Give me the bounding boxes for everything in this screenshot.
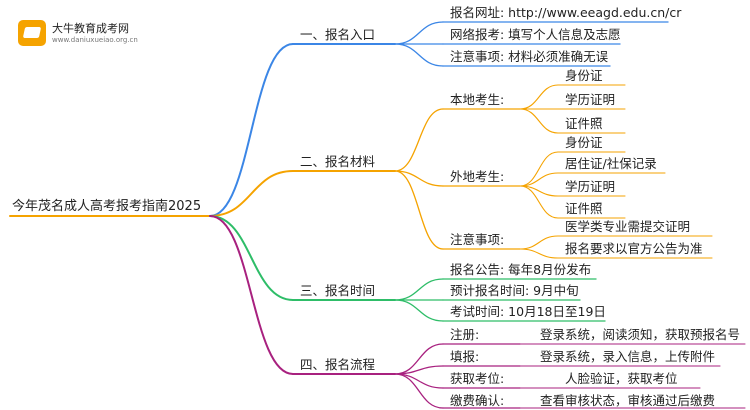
notice-leaf-connector-2: [519, 248, 559, 259]
process-fill-in: 填报:: [450, 349, 480, 364]
nonlocal-id-photo: 证件照: [565, 201, 603, 216]
root-topic: 今年茂名成人高考报考指南2025: [12, 199, 202, 214]
entry-connector-1: [394, 21, 444, 45]
branch-registration-time: 三、报名时间: [300, 283, 376, 298]
process-get-seat: 获取考位:: [450, 371, 505, 386]
materials-notice: 注意事项:: [450, 232, 505, 247]
time-announcement: 报名公告: 每年8月份发布: [450, 262, 592, 277]
entry-online-apply: 网络报考: 填写个人信息及志愿: [450, 27, 621, 42]
notice-official-announcement: 报名要求以官方公告为准: [565, 241, 703, 256]
local-leaf-connector-1: [519, 84, 559, 110]
notice-medical-proof: 医学类专业需提交证明: [565, 219, 691, 234]
nonlocal-leaf-connector-4: [519, 185, 559, 219]
graduation-book-icon: [18, 20, 46, 46]
process-get-seat-detail: 人脸验证，获取考位: [565, 371, 678, 386]
materials-nonlocal-candidates: 外地考生:: [450, 169, 505, 184]
process-connector-4: [394, 373, 444, 409]
branch-registration-process: 四、报名流程: [300, 357, 376, 372]
branch-connector-1: [209, 43, 294, 217]
branch-registration-entry: 一、报名入口: [300, 27, 376, 42]
logo-title: 大牛教育成考网: [52, 22, 129, 35]
time-exam-dates: 考试时间: 10月18日至19日: [450, 304, 606, 319]
entry-website: 报名网址: http://www.eeagd.edu.cn/cr: [450, 5, 682, 20]
time-connector-3: [394, 299, 444, 322]
logo-subtitle: www.daniuxueiao.org.cn: [52, 36, 138, 44]
branch-connector-3: [209, 215, 294, 301]
nonlocal-education-certificate: 学历证明: [565, 179, 616, 194]
process-fill-in-detail: 登录系统，录入信息，上传附件: [540, 349, 716, 364]
local-id-card: 身份证: [565, 68, 603, 83]
branch-connector-4: [209, 215, 294, 375]
materials-local-candidates: 本地考生:: [450, 92, 505, 107]
nonlocal-id-card: 身份证: [565, 135, 603, 150]
entry-notice: 注意事项: 材料必须准确无误: [450, 49, 609, 64]
process-connector-3: [394, 373, 444, 389]
notice-leaf-connector-1: [519, 235, 559, 250]
logo: 大牛教育成考网 www.daniuxueiao.org.cn: [18, 18, 148, 50]
process-register: 注册:: [450, 327, 480, 342]
local-leaf-connector-3: [519, 108, 559, 134]
materials-connector-2: [394, 170, 444, 187]
materials-connector-3: [394, 170, 444, 250]
time-expected-registration: 预计报名时间: 9月中旬: [450, 283, 579, 298]
entry-connector-3: [394, 43, 444, 67]
time-connector-1: [394, 278, 444, 301]
local-education-certificate: 学历证明: [565, 92, 616, 107]
materials-connector-1: [394, 108, 444, 172]
nonlocal-leaf-connector-2: [519, 172, 559, 187]
local-id-photo: 证件照: [565, 116, 603, 131]
process-payment-detail: 查看审核状态，审核通过后缴费: [540, 393, 716, 408]
process-payment: 缴费确认:: [450, 393, 505, 408]
process-register-detail: 登录系统，阅读须知，获取预报名号: [540, 327, 741, 342]
branch-registration-materials: 二、报名材料: [300, 154, 376, 169]
branch-connector-2: [209, 170, 294, 217]
nonlocal-leaf-connector-1: [519, 151, 559, 187]
nonlocal-residence-permit: 居住证/社保记录: [565, 156, 657, 171]
